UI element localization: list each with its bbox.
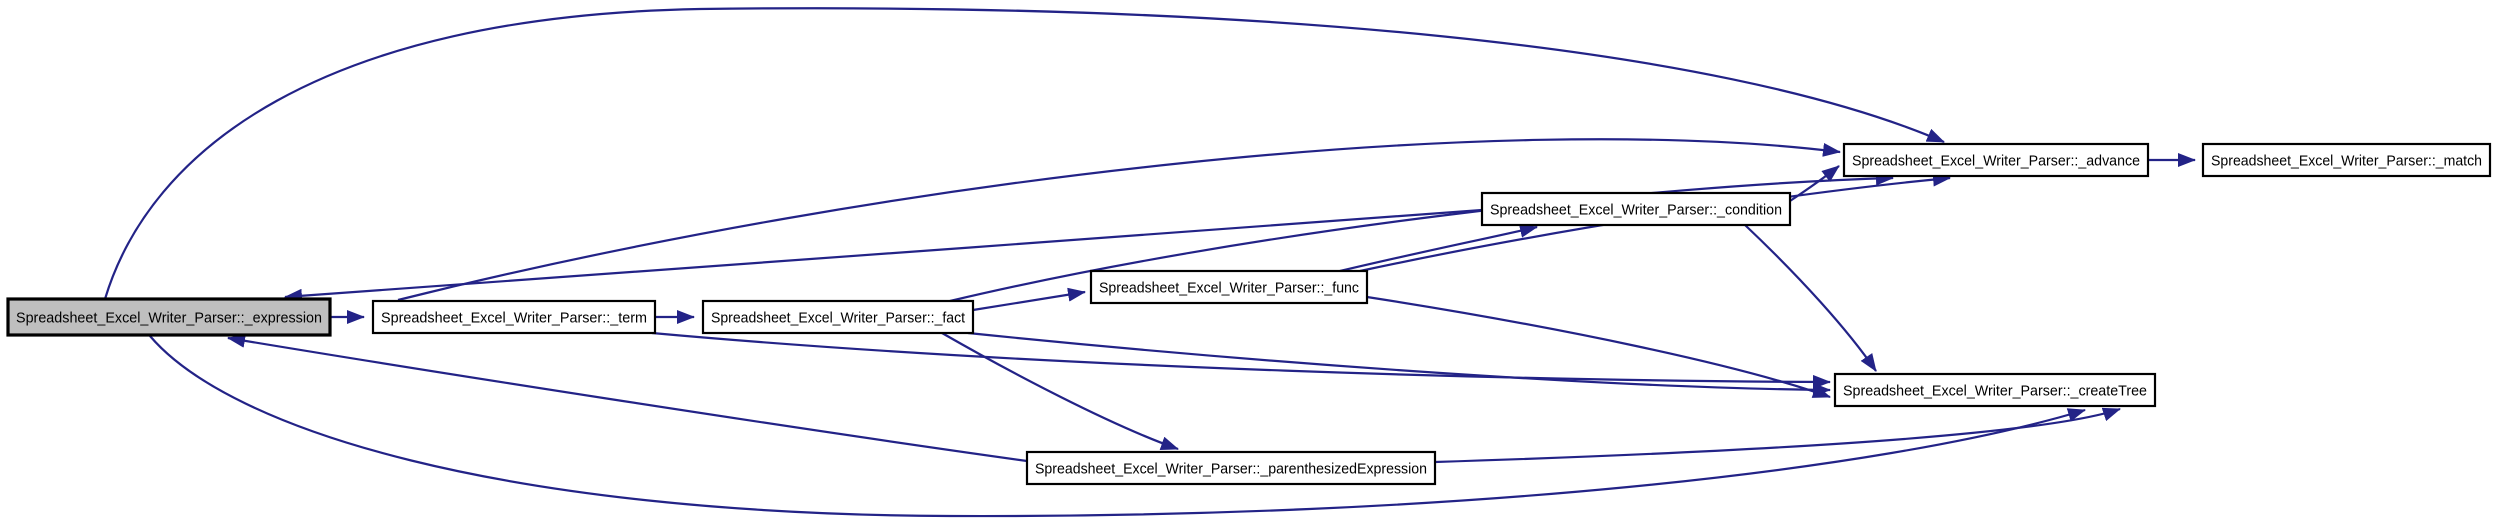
node-label-condition: Spreadsheet_Excel_Writer_Parser::_condit… — [1490, 202, 1782, 219]
edge-expression-advance — [103, 7, 1945, 300]
edge-fact-advance — [949, 171, 1894, 303]
edge-func-createTree — [1366, 295, 1831, 399]
node-advance[interactable]: Spreadsheet_Excel_Writer_Parser::_advanc… — [1842, 142, 2150, 178]
node-label-createTree: Spreadsheet_Excel_Writer_Parser::_create… — [1843, 383, 2147, 400]
node-label-advance: Spreadsheet_Excel_Writer_Parser::_advanc… — [1852, 153, 2140, 170]
edge-condition-expression — [284, 208, 1483, 303]
node-label-parenthesizedExpression: Spreadsheet_Excel_Writer_Parser::_parent… — [1035, 461, 1427, 478]
node-parenthesizedExpression[interactable]: Spreadsheet_Excel_Writer_Parser::_parent… — [1025, 450, 1437, 486]
node-label-match: Spreadsheet_Excel_Writer_Parser::_match — [2211, 153, 2482, 170]
edge-condition-advance — [1789, 165, 1840, 202]
node-createTree[interactable]: Spreadsheet_Excel_Writer_Parser::_create… — [1833, 372, 2157, 408]
edge-term-advance — [397, 138, 1841, 302]
node-label-expression: Spreadsheet_Excel_Writer_Parser::_expres… — [16, 310, 322, 327]
edge-expression-createTree — [149, 335, 2086, 518]
edge-parenthesizedExpression-createTree — [1434, 407, 2121, 464]
node-term[interactable]: Spreadsheet_Excel_Writer_Parser::_term — [371, 299, 657, 335]
node-label-term: Spreadsheet_Excel_Writer_Parser::_term — [381, 310, 647, 327]
edge-func-condition — [1339, 223, 1538, 273]
edge-fact-parenthesizedExpression — [941, 332, 1179, 451]
edge-term-createTree — [651, 331, 1831, 389]
node-match[interactable]: Spreadsheet_Excel_Writer_Parser::_match — [2201, 142, 2492, 178]
node-label-func: Spreadsheet_Excel_Writer_Parser::_func — [1099, 280, 1359, 297]
edge-parenthesizedExpression-expression — [227, 333, 1028, 463]
node-fact[interactable]: Spreadsheet_Excel_Writer_Parser::_fact — [701, 299, 975, 335]
node-expression[interactable]: Spreadsheet_Excel_Writer_Parser::_expres… — [6, 297, 332, 337]
node-func[interactable]: Spreadsheet_Excel_Writer_Parser::_func — [1089, 269, 1369, 305]
node-condition[interactable]: Spreadsheet_Excel_Writer_Parser::_condit… — [1480, 191, 1792, 227]
edge-fact-func — [972, 287, 1086, 312]
edge-fact-createTree — [967, 331, 1831, 397]
node-label-fact: Spreadsheet_Excel_Writer_Parser::_fact — [711, 310, 966, 327]
edge-condition-createTree — [1744, 224, 1877, 372]
